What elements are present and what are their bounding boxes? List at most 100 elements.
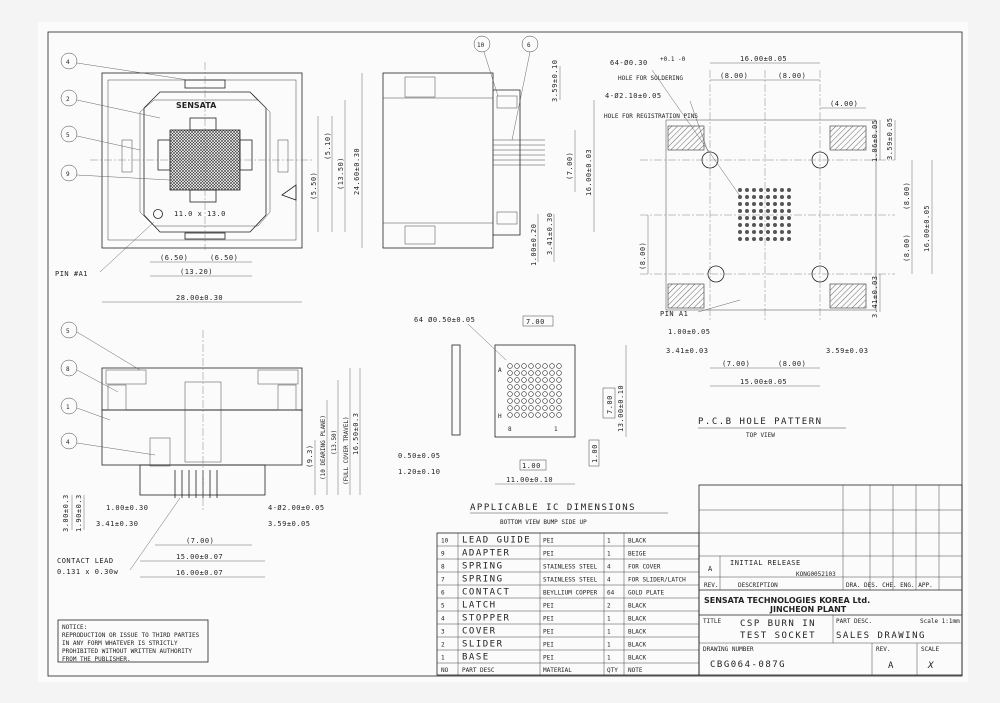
title-block: A INITIAL RELEASE KONG0052103 REV. DESCR… bbox=[698, 484, 963, 676]
ic-ball bbox=[521, 377, 527, 383]
solder-hole bbox=[780, 209, 784, 213]
ic-row-h: H bbox=[498, 413, 502, 420]
pcb-dim-1600-top: 16.00±0.05 bbox=[740, 55, 787, 63]
bom-cell: COVER bbox=[462, 627, 497, 637]
solder-hole bbox=[766, 216, 770, 220]
solder-hole bbox=[752, 202, 756, 206]
section-dim-300: 3.00±0.3 bbox=[62, 494, 70, 532]
ic-title: APPLICABLE IC DIMENSIONS bbox=[470, 503, 636, 513]
bom-cell: 1 bbox=[607, 655, 611, 662]
bom-cell: 10 bbox=[441, 538, 449, 545]
ic-ball bbox=[507, 391, 513, 397]
solder-hole bbox=[773, 195, 777, 199]
balloon-2: 2 bbox=[60, 89, 161, 119]
section-dim-1500: 15.00±0.07 bbox=[176, 553, 223, 561]
solder-hole bbox=[745, 195, 749, 199]
ic-ball bbox=[549, 405, 555, 411]
solder-hole bbox=[738, 230, 742, 234]
solder-hole bbox=[738, 202, 742, 206]
ic-ball bbox=[535, 412, 541, 418]
solder-hole bbox=[787, 202, 791, 206]
solder-hole bbox=[759, 188, 763, 192]
pcb-title: P.C.B HOLE PATTERN bbox=[698, 417, 823, 427]
ic-ball bbox=[528, 384, 534, 390]
bom-cell: PEI bbox=[543, 655, 554, 662]
bom-cell: 1 bbox=[441, 655, 445, 662]
ic-ball bbox=[521, 412, 527, 418]
solder-hole bbox=[745, 209, 749, 213]
ic-ball bbox=[514, 384, 520, 390]
solder-hole bbox=[773, 209, 777, 213]
ic-ball bbox=[556, 412, 562, 418]
ic-ball bbox=[528, 405, 534, 411]
ic-ball bbox=[535, 363, 541, 369]
solder-hole bbox=[773, 223, 777, 227]
ic-ball bbox=[528, 391, 534, 397]
ic-ball bbox=[535, 370, 541, 376]
bom-cell: GOLD PLATE bbox=[628, 590, 665, 597]
ic-ball bbox=[535, 377, 541, 383]
solder-hole bbox=[780, 223, 784, 227]
company-name: SENSATA TECHNOLOGIES KOREA Ltd. bbox=[704, 596, 870, 605]
bom-cell: SLIDER bbox=[462, 640, 504, 650]
ic-ball bbox=[514, 412, 520, 418]
solder-hole bbox=[773, 237, 777, 241]
ic-ball bbox=[507, 398, 513, 404]
part-desc-label: PART DESC. bbox=[836, 618, 872, 625]
ic-ball bbox=[549, 363, 555, 369]
solder-hole bbox=[759, 230, 763, 234]
ic-ball bbox=[542, 384, 548, 390]
ic-ball bbox=[514, 377, 520, 383]
pcb-dim-700-bottom: (7.00) bbox=[722, 360, 750, 368]
svg-text:8: 8 bbox=[66, 366, 70, 373]
solder-hole bbox=[745, 216, 749, 220]
solder-hole bbox=[787, 209, 791, 213]
bom-cell: 1 bbox=[607, 538, 611, 545]
bom-cell: 64 bbox=[607, 590, 615, 597]
ic-ball-note: 64 Ø0.50±0.05 bbox=[414, 316, 475, 324]
solder-hole bbox=[752, 223, 756, 227]
ic-ball bbox=[535, 405, 541, 411]
ic-ball bbox=[556, 398, 562, 404]
ic-ball bbox=[507, 405, 513, 411]
ic-ball bbox=[542, 405, 548, 411]
ic-ball bbox=[528, 412, 534, 418]
balloon-10: 10 bbox=[473, 35, 499, 97]
pcb-dim-800-bottom: (8.00) bbox=[778, 360, 806, 368]
balloon-section-4: 4 bbox=[60, 432, 156, 456]
bom-cell: 8 bbox=[441, 564, 445, 571]
ic-dim-100-h: 1.00 bbox=[522, 462, 541, 470]
ic-ball bbox=[549, 412, 555, 418]
solder-hole bbox=[759, 202, 763, 206]
contact-lead-size: 0.131 x 0.30w bbox=[57, 568, 119, 576]
solder-hole bbox=[787, 195, 791, 199]
bom-cell: 1 bbox=[607, 629, 611, 636]
pcb-dim-800-b: (8.00) bbox=[778, 72, 806, 80]
ic-dim-120: 1.20±0.10 bbox=[398, 468, 440, 476]
bom-header: QTY bbox=[607, 667, 618, 674]
title-label: TITLE bbox=[703, 618, 721, 625]
notice-line-5: FROM THE PUBLISHER. bbox=[62, 656, 131, 663]
solder-hole bbox=[738, 188, 742, 192]
ic-ball bbox=[507, 412, 513, 418]
solder-hole bbox=[787, 237, 791, 241]
pcb-dim-1600-right: 16.00±0.05 bbox=[923, 205, 931, 252]
rev2-value: A bbox=[888, 661, 895, 671]
bom-cell: PEI bbox=[543, 629, 554, 636]
dim-2460: 24.60±0.30 bbox=[353, 148, 361, 195]
solder-hole bbox=[745, 223, 749, 227]
ic-ball bbox=[542, 363, 548, 369]
dcn-number: KONG0052103 bbox=[796, 571, 836, 578]
rev-letter: A bbox=[708, 565, 713, 573]
side-dim-100: 1.00±0.20 bbox=[530, 224, 538, 266]
initial-release: INITIAL RELEASE bbox=[730, 559, 801, 567]
solder-hole bbox=[766, 188, 770, 192]
solder-hole bbox=[787, 216, 791, 220]
pcb-dim-359-bottom: 3.59±0.03 bbox=[826, 347, 868, 355]
ic-dim-700-side: 7.00 bbox=[606, 395, 614, 414]
bom-cell: 3 bbox=[441, 629, 445, 636]
ic-ball bbox=[507, 377, 513, 383]
ic-dim-700-top: 7.00 bbox=[526, 318, 545, 326]
solder-hole bbox=[780, 216, 784, 220]
